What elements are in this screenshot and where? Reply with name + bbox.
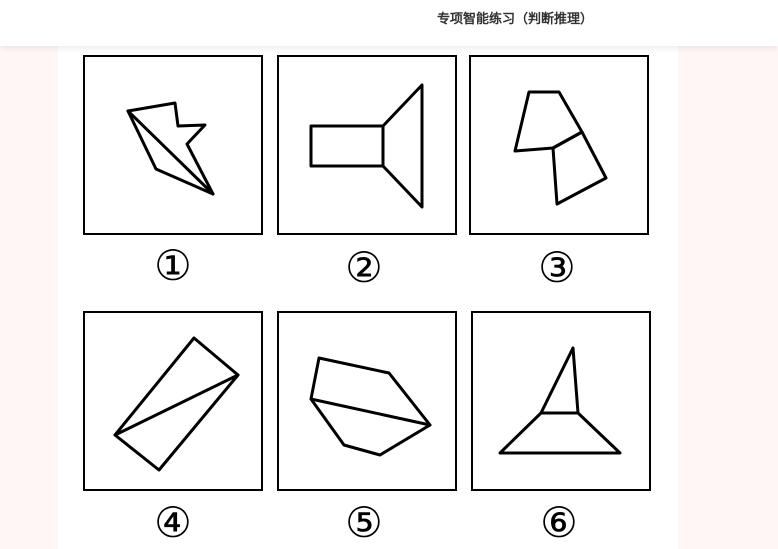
figure-box-4 xyxy=(83,311,263,491)
split-hexagon-shape xyxy=(309,356,432,457)
figure-number-1: ① xyxy=(154,241,192,290)
figure-box-5 xyxy=(277,311,457,491)
figure-box-3 xyxy=(469,55,649,235)
figure-box-2 xyxy=(277,55,457,235)
rectangle-trapezoid-shape xyxy=(309,83,424,209)
figure-box-1 xyxy=(83,55,263,235)
question-content: ① ② ③ ④ ⑤ ⑥ xyxy=(58,46,678,549)
figure-number-5: ⑤ xyxy=(345,498,383,547)
top-header: 专项智能练习（判断推理） xyxy=(0,0,778,46)
page-title: 专项智能练习（判断推理） xyxy=(437,12,594,27)
figure-number-2: ② xyxy=(345,243,383,292)
split-rectangle-shape xyxy=(113,336,240,472)
lightning-bolt-shape xyxy=(126,101,215,196)
triangle-on-trapezoid-shape xyxy=(498,346,622,455)
two-quadrilaterals-shape xyxy=(513,90,608,206)
figure-number-4: ④ xyxy=(154,498,192,547)
figure-number-3: ③ xyxy=(538,243,576,292)
figure-box-6 xyxy=(471,311,651,491)
figure-number-6: ⑥ xyxy=(540,498,578,547)
